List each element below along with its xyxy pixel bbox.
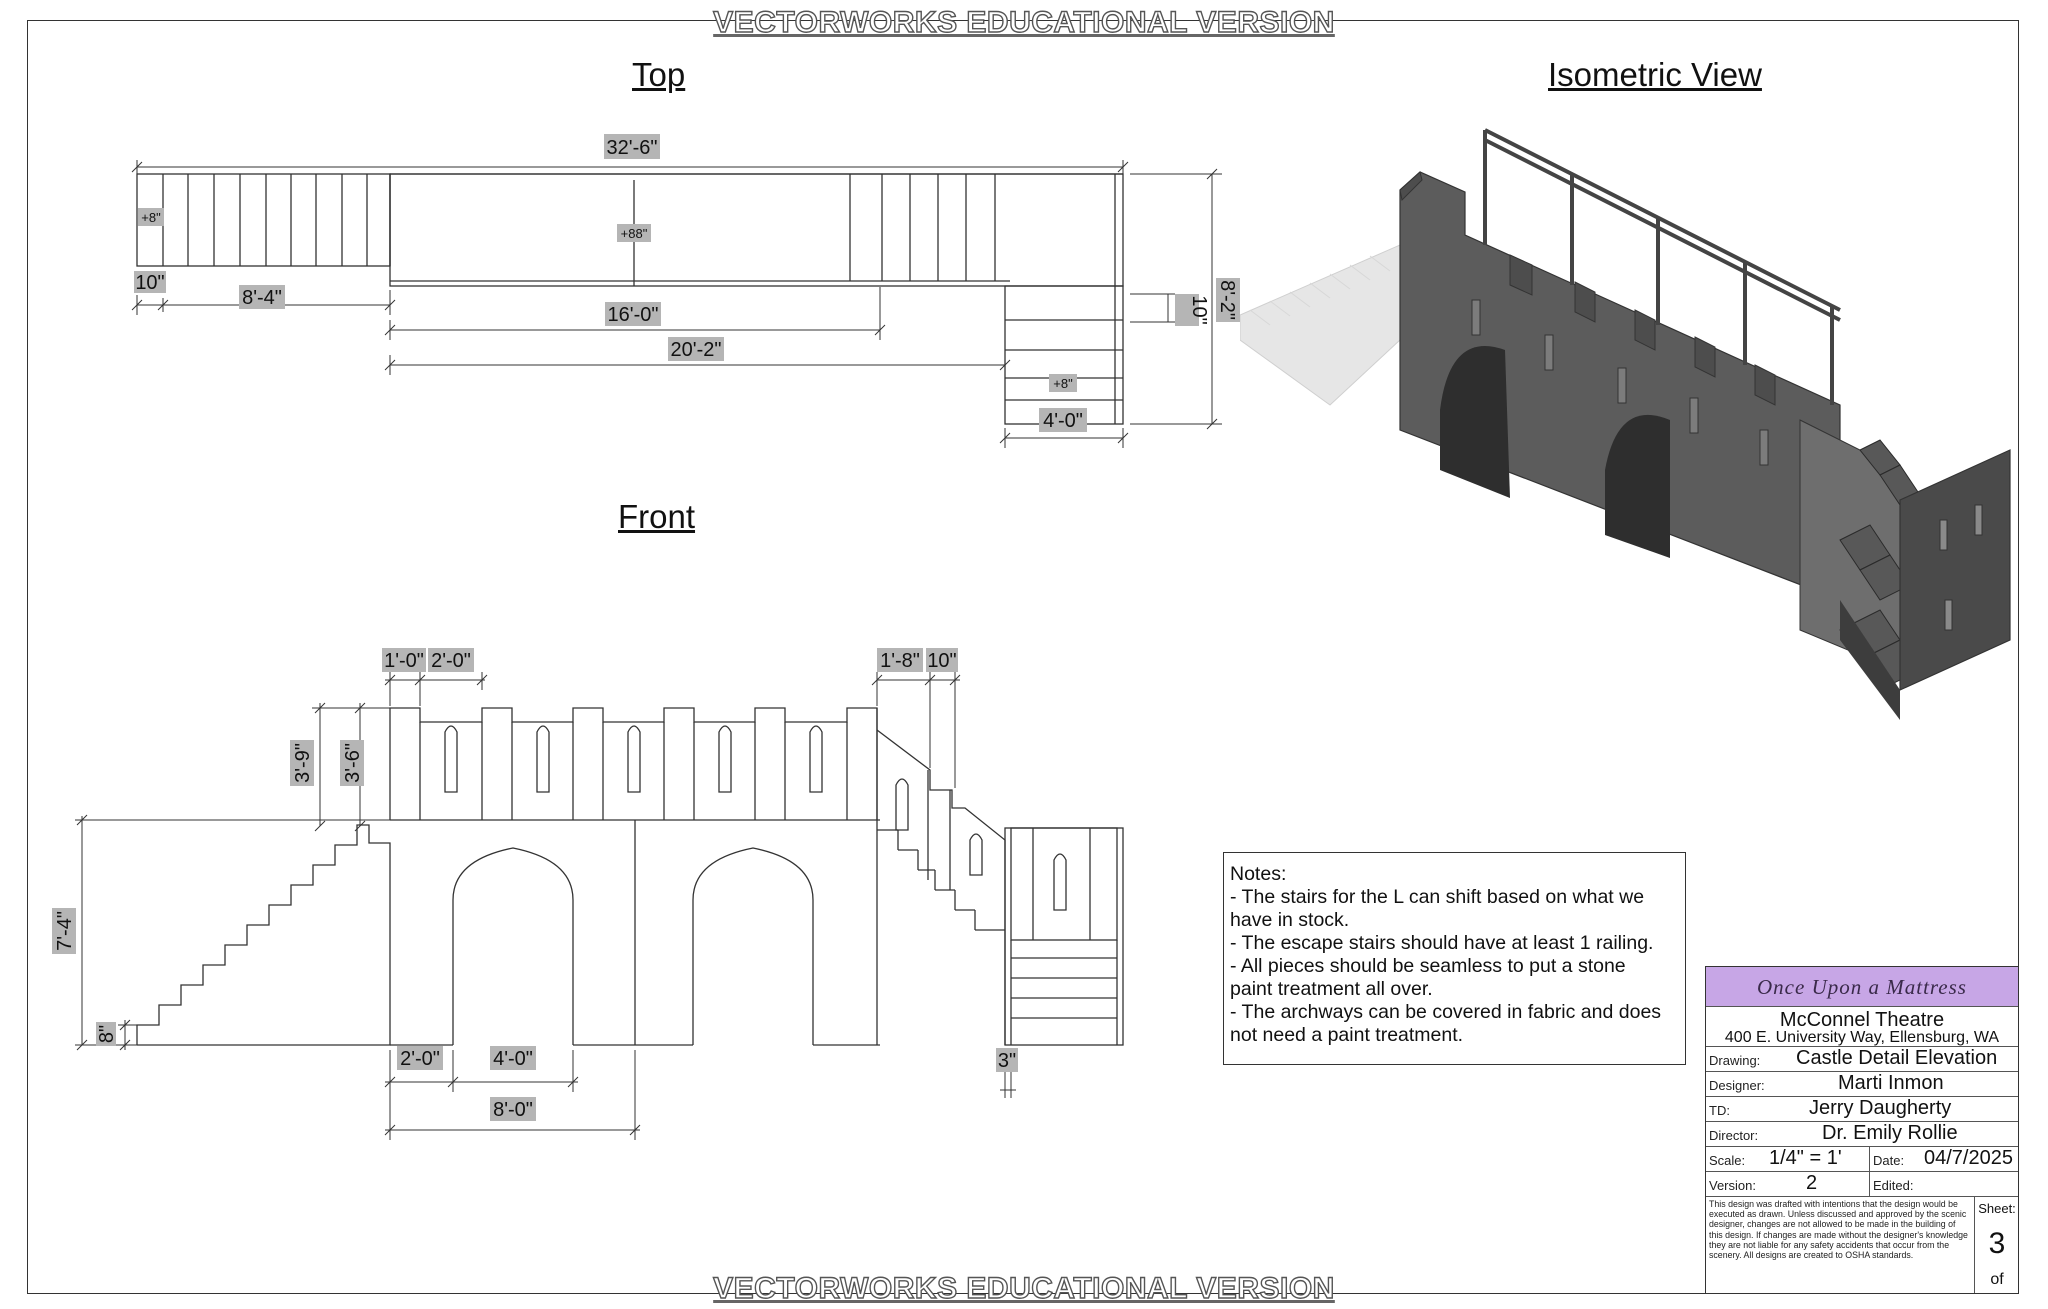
dim-front-10: 10" bbox=[927, 650, 956, 672]
drawing-sheet-border bbox=[27, 20, 2019, 1294]
sheet-label: Sheet: bbox=[1978, 1201, 2016, 1216]
theatre-row: McConnel Theatre 400 E. University Way, … bbox=[1706, 1007, 2018, 1047]
scale-label: Scale: bbox=[1709, 1153, 1746, 1168]
show-title: Once Upon a Mattress bbox=[1757, 975, 1967, 999]
front-right-tower bbox=[1004, 827, 1124, 1046]
dim-top-20-2: 20'-2" bbox=[671, 339, 722, 361]
drawing-label: Drawing: bbox=[1709, 1053, 1761, 1068]
director-value: Dr. Emily Rollie bbox=[1822, 1122, 1958, 1144]
dim-front-3-6: 3'-6" bbox=[342, 743, 364, 783]
show-title-band: Once Upon a Mattress bbox=[1706, 967, 2018, 1007]
notes-heading: Notes: bbox=[1230, 863, 1287, 885]
isometric-view-title: Isometric View bbox=[1548, 56, 1762, 93]
designer-value: Marti Inmon bbox=[1838, 1072, 1944, 1094]
disclaimer-text: This design was drafted with intentions … bbox=[1709, 1199, 1968, 1261]
notes-line: - The escape stairs should have at least… bbox=[1230, 932, 1654, 954]
theatre-name: McConnel Theatre bbox=[1779, 1009, 1945, 1031]
date-label: Date: bbox=[1873, 1153, 1905, 1168]
top-main-deck bbox=[389, 173, 1124, 287]
td-row: TD: Jerry Daugherty bbox=[1706, 1097, 2018, 1122]
dim-front-4-0: 4'-0" bbox=[493, 1048, 533, 1070]
elev-deck-88: +88" bbox=[621, 226, 648, 241]
dim-top-10-right: 10" bbox=[1188, 295, 1210, 324]
director-row: Director: Dr. Emily Rollie bbox=[1706, 1122, 2018, 1147]
isometric-view-drawing bbox=[1240, 128, 2011, 720]
dim-front-7-4: 7'-4" bbox=[54, 911, 76, 951]
sheet-box: Sheet: 3 of bbox=[1974, 1197, 2019, 1293]
top-view-title: Top bbox=[632, 56, 686, 93]
dim-front-2-0-bottom: 2'-0" bbox=[400, 1048, 440, 1070]
watermark-top: VECTORWORKS EDUCATIONAL VERSION bbox=[712, 5, 1335, 39]
sheet-number: 3 bbox=[1988, 1227, 2006, 1260]
notes-line: have in stock. bbox=[1230, 909, 1350, 931]
dim-top-8-2: 8'-2" bbox=[1216, 280, 1238, 320]
notes-line: - The archways can be covered in fabric … bbox=[1230, 1001, 1662, 1023]
dim-front-8: 8" bbox=[96, 1025, 118, 1043]
scale-value: 1/4" = 1' bbox=[1769, 1147, 1842, 1169]
designer-label: Designer: bbox=[1709, 1078, 1765, 1093]
version-row: Version: 2 Edited: bbox=[1706, 1172, 2018, 1197]
front-view-title: Front bbox=[618, 498, 696, 535]
date-value: 04/7/2025 bbox=[1924, 1147, 2013, 1169]
td-value: Jerry Daugherty bbox=[1809, 1097, 1952, 1119]
drawing-value: Castle Detail Elevation bbox=[1796, 1047, 1998, 1069]
sheet-of: of bbox=[1990, 1271, 2004, 1288]
notes-line: not need a paint treatment. bbox=[1230, 1024, 1464, 1046]
dim-top-4-0: 4'-0" bbox=[1043, 410, 1083, 432]
title-block: Once Upon a Mattress McConnel Theatre 40… bbox=[1705, 966, 2019, 1294]
dim-front-8-0: 8'-0" bbox=[493, 1099, 533, 1121]
edited-label: Edited: bbox=[1873, 1178, 1914, 1193]
dim-front-2-0-top: 2'-0" bbox=[431, 650, 471, 672]
theatre-address: 400 E. University Way, Ellensburg, WA bbox=[1724, 1029, 2000, 1046]
dim-front-1-8: 1'-8" bbox=[880, 650, 920, 672]
elev-left-8: +8" bbox=[141, 210, 161, 225]
watermark-bottom: VECTORWORKS EDUCATIONAL VERSION bbox=[712, 1271, 1335, 1305]
dim-front-1-0: 1'-0" bbox=[384, 650, 424, 672]
dim-top-16-0: 16'-0" bbox=[608, 304, 659, 326]
dim-front-3: 3" bbox=[998, 1050, 1016, 1072]
designer-row: Designer: Marti Inmon bbox=[1706, 1072, 2018, 1097]
drawing-row: Drawing: Castle Detail Elevation bbox=[1706, 1047, 2018, 1072]
notes-box: Notes: - The stairs for the L can shift … bbox=[1223, 852, 1686, 1065]
dim-top-8-4: 8'-4" bbox=[242, 287, 282, 309]
dim-overall-length: 32'-6" bbox=[607, 137, 658, 159]
version-value: 2 bbox=[1806, 1172, 1818, 1194]
scale-date-row: Scale: 1/4" = 1' Date: 04/7/2025 bbox=[1706, 1147, 2018, 1172]
dim-front-3-9: 3'-9" bbox=[292, 743, 314, 783]
notes-line: paint treatment all over. bbox=[1230, 978, 1433, 1000]
dim-top-10-left: 10" bbox=[135, 272, 164, 294]
director-label: Director: bbox=[1709, 1128, 1759, 1143]
notes-line: - The stairs for the L can shift based o… bbox=[1230, 886, 1645, 908]
notes-line: - All pieces should be seamless to put a… bbox=[1230, 955, 1626, 977]
td-label: TD: bbox=[1709, 1103, 1730, 1118]
front-left-stairs bbox=[136, 824, 391, 1046]
elev-right-8: +8" bbox=[1053, 376, 1073, 391]
version-label: Version: bbox=[1709, 1178, 1756, 1193]
